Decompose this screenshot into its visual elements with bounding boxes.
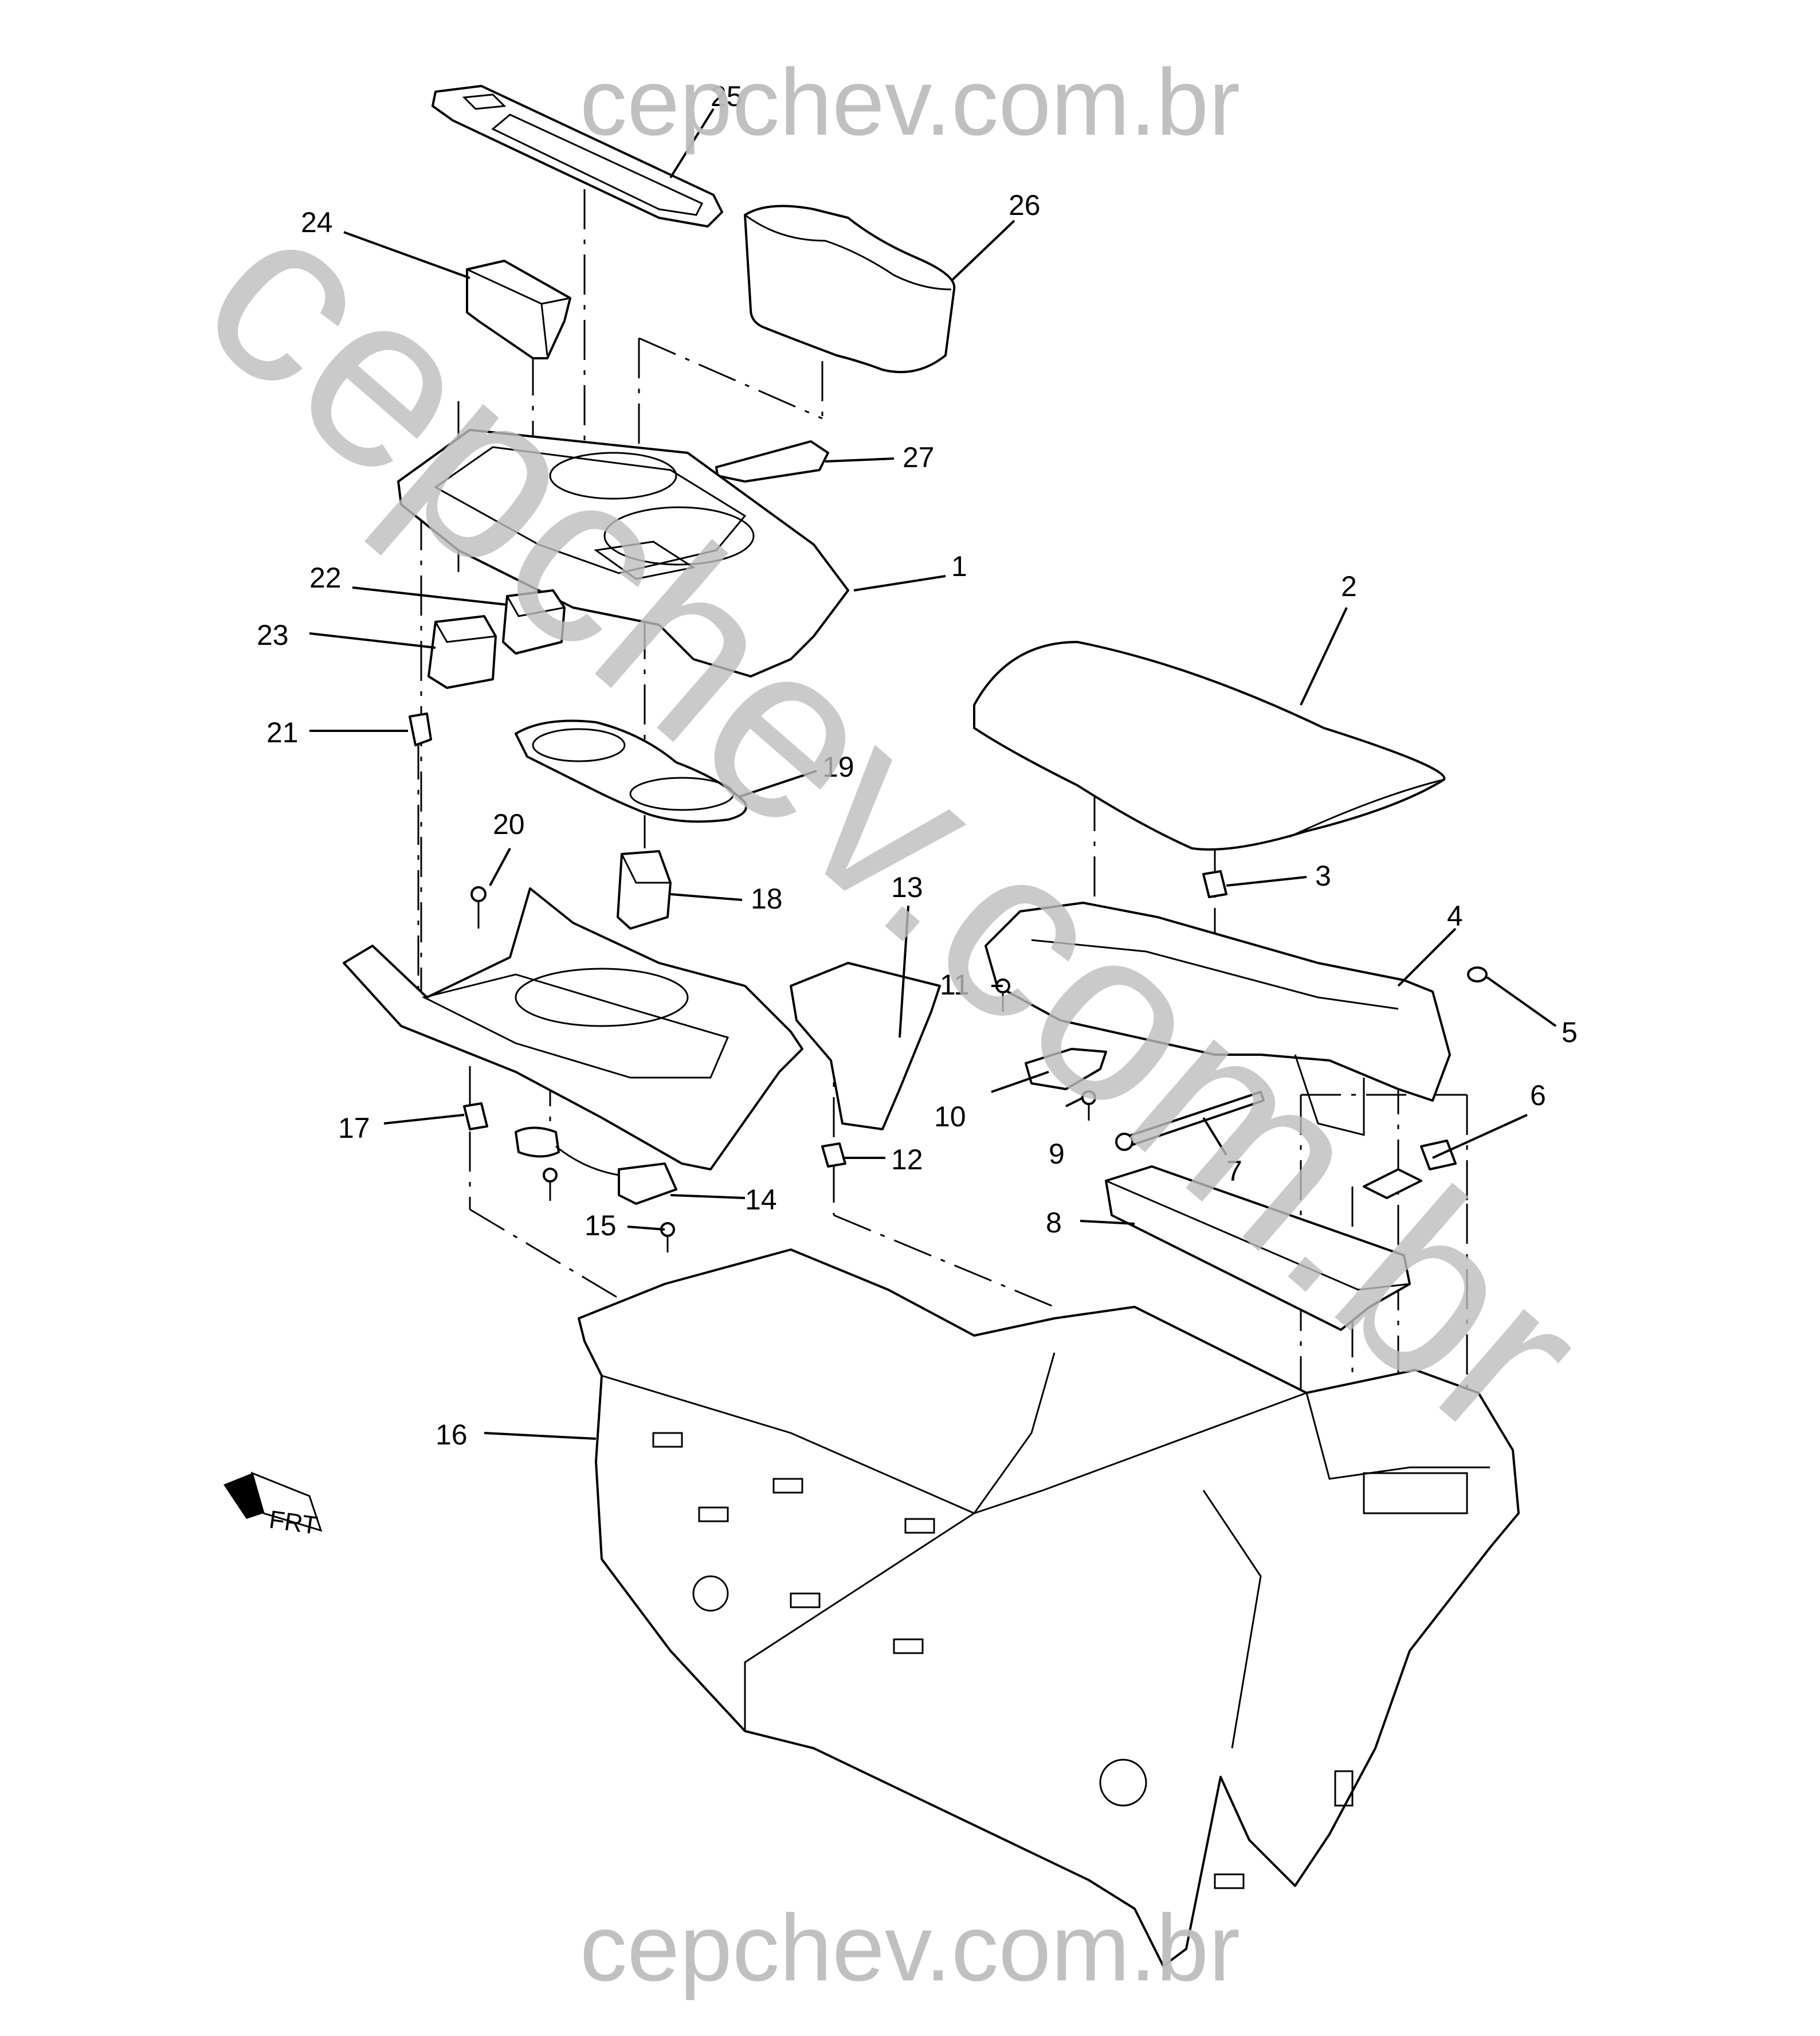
callout-1: 1 [951,550,967,582]
part-25-trim-bezel [432,85,723,228]
part-5-pin [1467,966,1488,982]
part-1-upper-trim-plate [397,429,849,678]
callout-8: 8 [1046,1207,1062,1239]
lower-trim-plate [343,887,803,1170]
callout-23: 23 [257,619,289,651]
callout-25: 25 [711,80,743,112]
part-22-switch [502,589,566,655]
callout-13: 13 [891,871,923,903]
part-18-switch [617,850,672,930]
callout-12: 12 [891,1144,923,1176]
part-17-clip [463,1102,488,1130]
part-26-cupholder-insert [744,205,956,374]
callout-11: 11 [940,969,970,1001]
callout-4: 4 [1447,900,1463,932]
callout-27: 27 [903,441,935,473]
part-4-armrest-base [984,902,1451,1136]
callout-7: 7 [1226,1155,1242,1187]
part-7-hinge-rod [1115,1091,1265,1151]
part-24-switch-module [466,260,571,359]
callout-17: 17 [338,1112,370,1144]
watermark-bottom: cepchev.com.br [580,1895,1240,2000]
callout-16: 16 [436,1419,468,1451]
part-23-switch [427,615,497,689]
part-8-storage-tray [1105,1165,1411,1331]
part-27-pad [715,440,829,483]
callout-15: 15 [585,1209,617,1242]
part-16-console-body [578,1248,1520,1967]
callout-9: 9 [1049,1138,1065,1170]
callout-22: 22 [309,562,342,594]
part-21-clip [409,712,432,746]
part-3-clip [1202,870,1227,898]
callout-20: 20 [493,808,525,840]
part-2-armrest-lid [973,641,1446,851]
watermark-top: cepchev.com.br [580,49,1240,155]
part-10-latch-bracket [1025,1048,1107,1090]
callout-18: 18 [751,883,783,915]
part-12-clip [821,1142,846,1168]
callout-26: 26 [1009,189,1041,221]
callout-14: 14 [745,1184,777,1216]
front-arrow-icon: FRT [223,1471,323,1540]
callout-24: 24 [301,206,333,238]
part-20-screw [470,886,487,929]
callout-10: 10 [934,1101,966,1133]
callout-5: 5 [1562,1016,1578,1048]
part-14-lamp-connector [515,1126,677,1205]
callout-labels: 1 2 3 4 5 6 7 8 9 10 11 12 13 14 15 16 1… [257,80,1578,1451]
part-19-ring-bracket [515,719,747,823]
callout-6: 6 [1530,1079,1546,1111]
callout-19: 19 [822,751,854,783]
front-arrow-label: FRT [268,1505,320,1540]
callout-2: 2 [1341,570,1357,602]
callout-3: 3 [1315,860,1331,892]
callout-21: 21 [266,716,299,749]
leader-lines [309,108,1557,1440]
